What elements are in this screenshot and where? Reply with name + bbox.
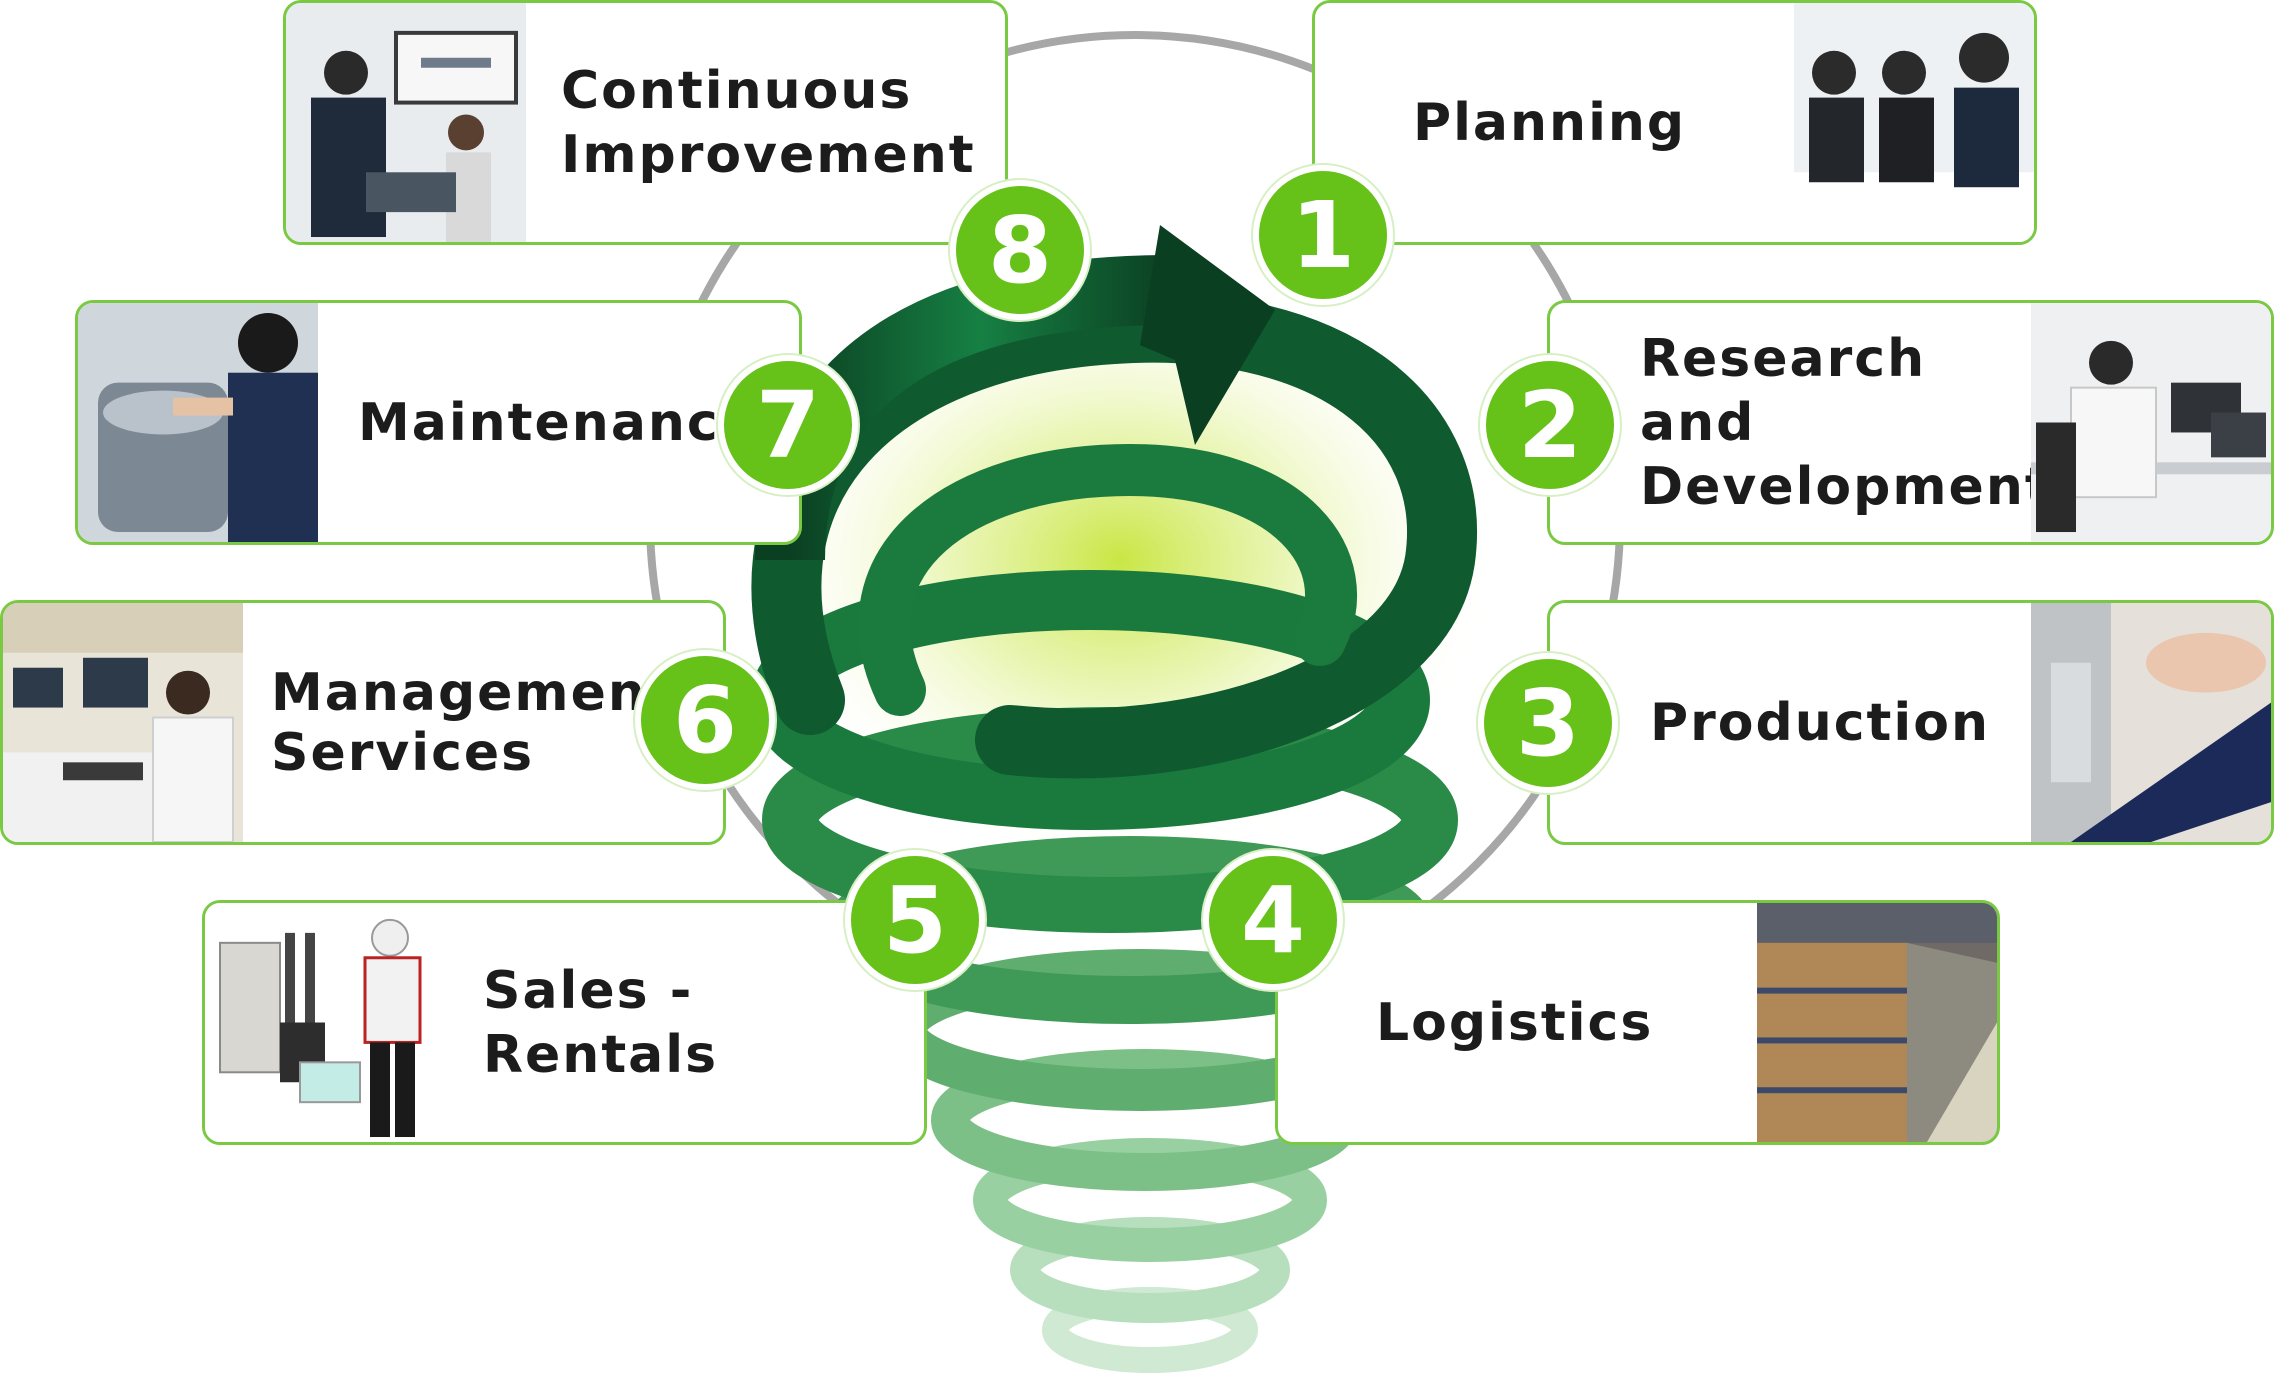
step-number-badge: 5: [845, 850, 985, 990]
step-number-badge: 7: [718, 355, 858, 495]
step-card-management-services: Management Services: [0, 600, 726, 845]
step-label-line: Maintenance: [358, 392, 758, 453]
step-card-sales-rentals: Sales - Rentals: [202, 900, 927, 1145]
step-card-production: Production: [1547, 600, 2274, 845]
equipment-and-suit-photo: [205, 903, 445, 1142]
warehouse-shelves-photo: [1757, 903, 1997, 1142]
step-card-logistics: Logistics: [1275, 900, 2000, 1145]
step-label-line: Management: [271, 662, 674, 723]
step-card-planning: Planning: [1312, 0, 2037, 245]
step-label: Logistics: [1376, 903, 1747, 1142]
step-label-line: Research and: [1640, 328, 1927, 453]
step-label: Planning: [1413, 3, 1774, 242]
step-label-line: Improvement: [561, 124, 976, 185]
step-label: Production: [1650, 603, 2026, 842]
meeting-people-photo: [1794, 3, 2034, 242]
step-label: Research and Development: [1640, 303, 2050, 542]
step-number-badge: 2: [1480, 355, 1620, 495]
step-number-badge: 6: [635, 650, 775, 790]
lab-researcher-photo: [2031, 303, 2271, 542]
step-label: Maintenance: [358, 303, 755, 542]
step-number-badge: 4: [1203, 850, 1343, 990]
step-label: Management Services: [271, 603, 672, 842]
step-number-badge: 3: [1478, 653, 1618, 793]
spiral-inner-loop: [858, 443, 1357, 716]
step-label-line: Services: [271, 722, 535, 783]
cycle-arrow-head: [1140, 225, 1275, 445]
step-label-line: Logistics: [1376, 992, 1654, 1053]
step-number-badge: 1: [1253, 165, 1393, 305]
step-label: Continuous Improvement: [561, 3, 985, 242]
step-card-continuous-improvement: Continuous Improvement: [283, 0, 1008, 245]
step-card-research-and-development: Research and Development: [1547, 300, 2274, 545]
step-label-line: Planning: [1413, 92, 1687, 153]
sewing-machine-photo: [2031, 603, 2271, 842]
step-label-line: Sales - Rentals: [483, 960, 719, 1085]
step-number-badge: 8: [950, 180, 1090, 320]
step-label-line: Continuous: [561, 60, 913, 121]
machine-repair-photo: [78, 303, 318, 542]
step-card-maintenance: Maintenance: [75, 300, 802, 545]
step-label-line: Development: [1640, 456, 2052, 517]
step-label: Sales - Rentals: [483, 903, 914, 1142]
office-operator-photo: [3, 603, 243, 842]
presentation-meeting-photo: [286, 3, 526, 242]
step-label-line: Production: [1650, 692, 1990, 753]
